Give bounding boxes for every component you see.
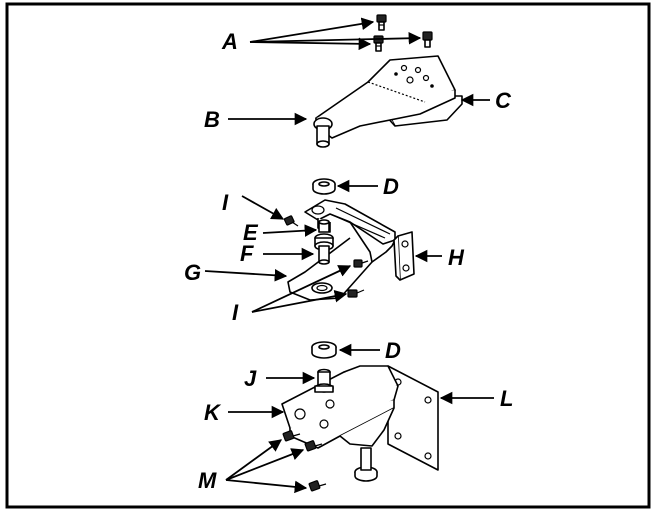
callout-label-i-top: I xyxy=(222,190,229,215)
washer-d-bottom xyxy=(311,341,337,359)
callout-label-k: K xyxy=(204,400,222,425)
screw-i-top xyxy=(283,215,299,227)
screw-m-2 xyxy=(304,440,323,452)
callout-label-h: H xyxy=(448,245,465,270)
leaders-m xyxy=(225,439,308,494)
hinge-plate-h xyxy=(393,231,415,281)
leader-g xyxy=(204,269,288,282)
screw-a-3 xyxy=(422,31,433,48)
callout-label-g: G xyxy=(184,260,201,285)
leader-e xyxy=(262,224,318,237)
callout-label-i-bottom: I xyxy=(232,300,239,325)
callout-label-e: E xyxy=(243,220,259,245)
callout-label-c: C xyxy=(495,88,512,113)
screw-m-1 xyxy=(282,430,301,442)
callout-label-m: M xyxy=(198,468,217,493)
washer-d-top xyxy=(312,178,336,195)
callout-label-j: J xyxy=(244,366,257,391)
mount-plate-l xyxy=(387,365,439,471)
pin-e xyxy=(318,219,330,233)
hinge-bracket-g xyxy=(287,199,396,301)
callout-label-a: A xyxy=(221,29,238,54)
base-bracket-k xyxy=(281,365,399,482)
leaders-i-bottom xyxy=(251,265,352,313)
screw-i-bottom xyxy=(347,289,365,298)
callout-label-f: F xyxy=(240,241,254,266)
screw-a-1 xyxy=(376,14,387,31)
callout-label-l: L xyxy=(500,386,513,411)
leader-i-top xyxy=(241,195,285,220)
screw-m-3 xyxy=(308,480,327,492)
leaders-a xyxy=(249,17,422,51)
screw-i-middle xyxy=(353,259,369,268)
callout-label-d-bottom: D xyxy=(385,338,401,363)
callout-label-d-top: D xyxy=(383,174,399,199)
pin-f xyxy=(314,233,334,265)
callout-label-b: B xyxy=(204,107,220,132)
bracket-b xyxy=(313,55,456,148)
pin-j xyxy=(314,368,334,393)
